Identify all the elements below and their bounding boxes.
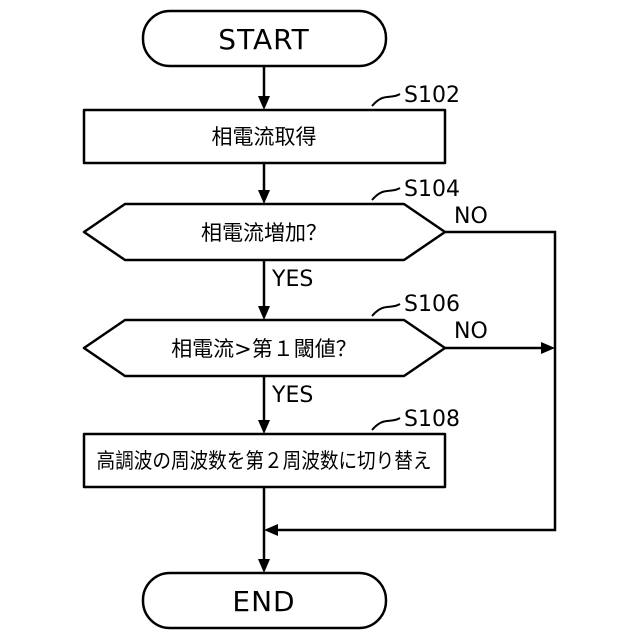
edge-s102-to-s104 [258,163,270,204]
edge-start-to-s102 [258,66,270,110]
step-id-s108: S108 [372,407,460,432]
start-label: START [218,23,309,56]
step-id-s102: S102 [372,83,460,108]
s106-text: 相電流>第１閾値？ [171,337,357,361]
decision-s104[interactable]: 相電流増加？ [84,204,445,260]
s104-yes-label: YES [271,267,313,292]
decision-s106[interactable]: 相電流>第１閾値？ [84,320,445,376]
process-s108[interactable]: 高調波の周波数を第２周波数に切り替え [84,434,445,487]
s106-no-label: NO [454,319,488,344]
s106-yes-label: YES [271,383,313,408]
s104-text: 相電流増加？ [201,221,327,245]
s102-id: S102 [404,83,460,108]
process-s102[interactable]: 相電流取得 [84,110,445,163]
s106-id: S106 [404,292,460,317]
s102-text: 相電流取得 [212,125,317,149]
s104-id: S104 [404,177,460,202]
s108-id: S108 [404,407,460,432]
s108-text: 高調波の周波数を第２周波数に切り替え [97,449,432,473]
step-id-s106: S106 [372,292,460,317]
edge-s106-yes [258,376,270,434]
s104-no-label: NO [454,204,488,229]
start-node[interactable]: START [143,11,386,66]
edge-s104-yes [258,260,270,320]
end-node[interactable]: END [143,573,386,628]
step-id-s104: S104 [372,177,460,202]
end-label: END [232,585,295,618]
